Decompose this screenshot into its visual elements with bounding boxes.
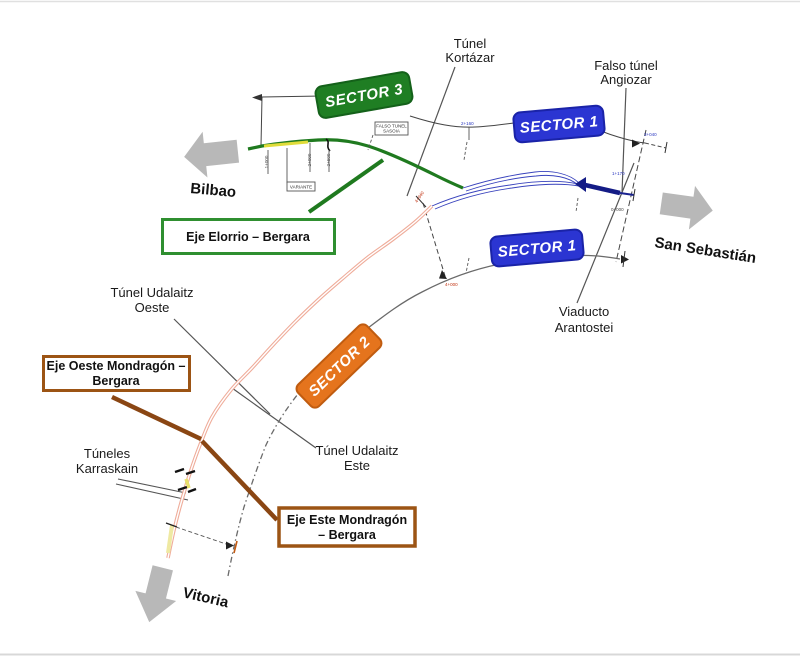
- svg-text:Angiozar: Angiozar: [600, 72, 652, 87]
- svg-text:Falso túnel: Falso túnel: [594, 58, 658, 73]
- svg-text:Túnel Udalaitz: Túnel Udalaitz: [110, 285, 193, 300]
- svg-text:Eje Oeste Mondragón –: Eje Oeste Mondragón –: [47, 359, 186, 373]
- svg-text:3+040: 3+040: [644, 132, 657, 137]
- svg-text:Túneles: Túneles: [84, 446, 131, 461]
- svg-text:Oeste: Oeste: [135, 300, 170, 315]
- svg-text:Kortázar: Kortázar: [445, 50, 495, 65]
- svg-text:2+500: 2+500: [326, 153, 331, 166]
- svg-text:Eje Este Mondragón: Eje Este Mondragón: [287, 513, 407, 527]
- svg-text:SECTOR 1: SECTOR 1: [519, 113, 599, 137]
- svg-text:1+000: 1+000: [264, 155, 269, 168]
- svg-text:Arantostei: Arantostei: [555, 320, 614, 335]
- svg-text:FALSO TUNEL: FALSO TUNEL: [376, 124, 407, 129]
- svg-text:Eje Elorrio – Bergara: Eje Elorrio – Bergara: [186, 230, 311, 244]
- svg-text:Túnel: Túnel: [454, 36, 487, 51]
- svg-text:Túnel Udalaitz: Túnel Udalaitz: [315, 443, 398, 458]
- svg-text:Karraskain: Karraskain: [76, 461, 138, 476]
- svg-text:1+170: 1+170: [612, 171, 625, 176]
- svg-text:0+000: 0+000: [611, 207, 624, 212]
- svg-text:SECTOR 1: SECTOR 1: [497, 237, 577, 261]
- svg-text:Bergara: Bergara: [92, 374, 140, 388]
- svg-text:– Bergara: – Bergara: [318, 528, 377, 542]
- svg-text:2+160: 2+160: [461, 121, 474, 126]
- svg-text:SASOIA: SASOIA: [383, 129, 400, 134]
- svg-text:2+000: 2+000: [307, 153, 312, 166]
- svg-text:Viaducto: Viaducto: [559, 304, 609, 319]
- svg-text:Este: Este: [344, 458, 370, 473]
- svg-text:4+940: 4+940: [414, 190, 426, 204]
- svg-text:Bilbao: Bilbao: [190, 180, 237, 201]
- svg-text:4+000: 4+000: [445, 282, 458, 287]
- svg-text:VARIANTE: VARIANTE: [290, 185, 312, 190]
